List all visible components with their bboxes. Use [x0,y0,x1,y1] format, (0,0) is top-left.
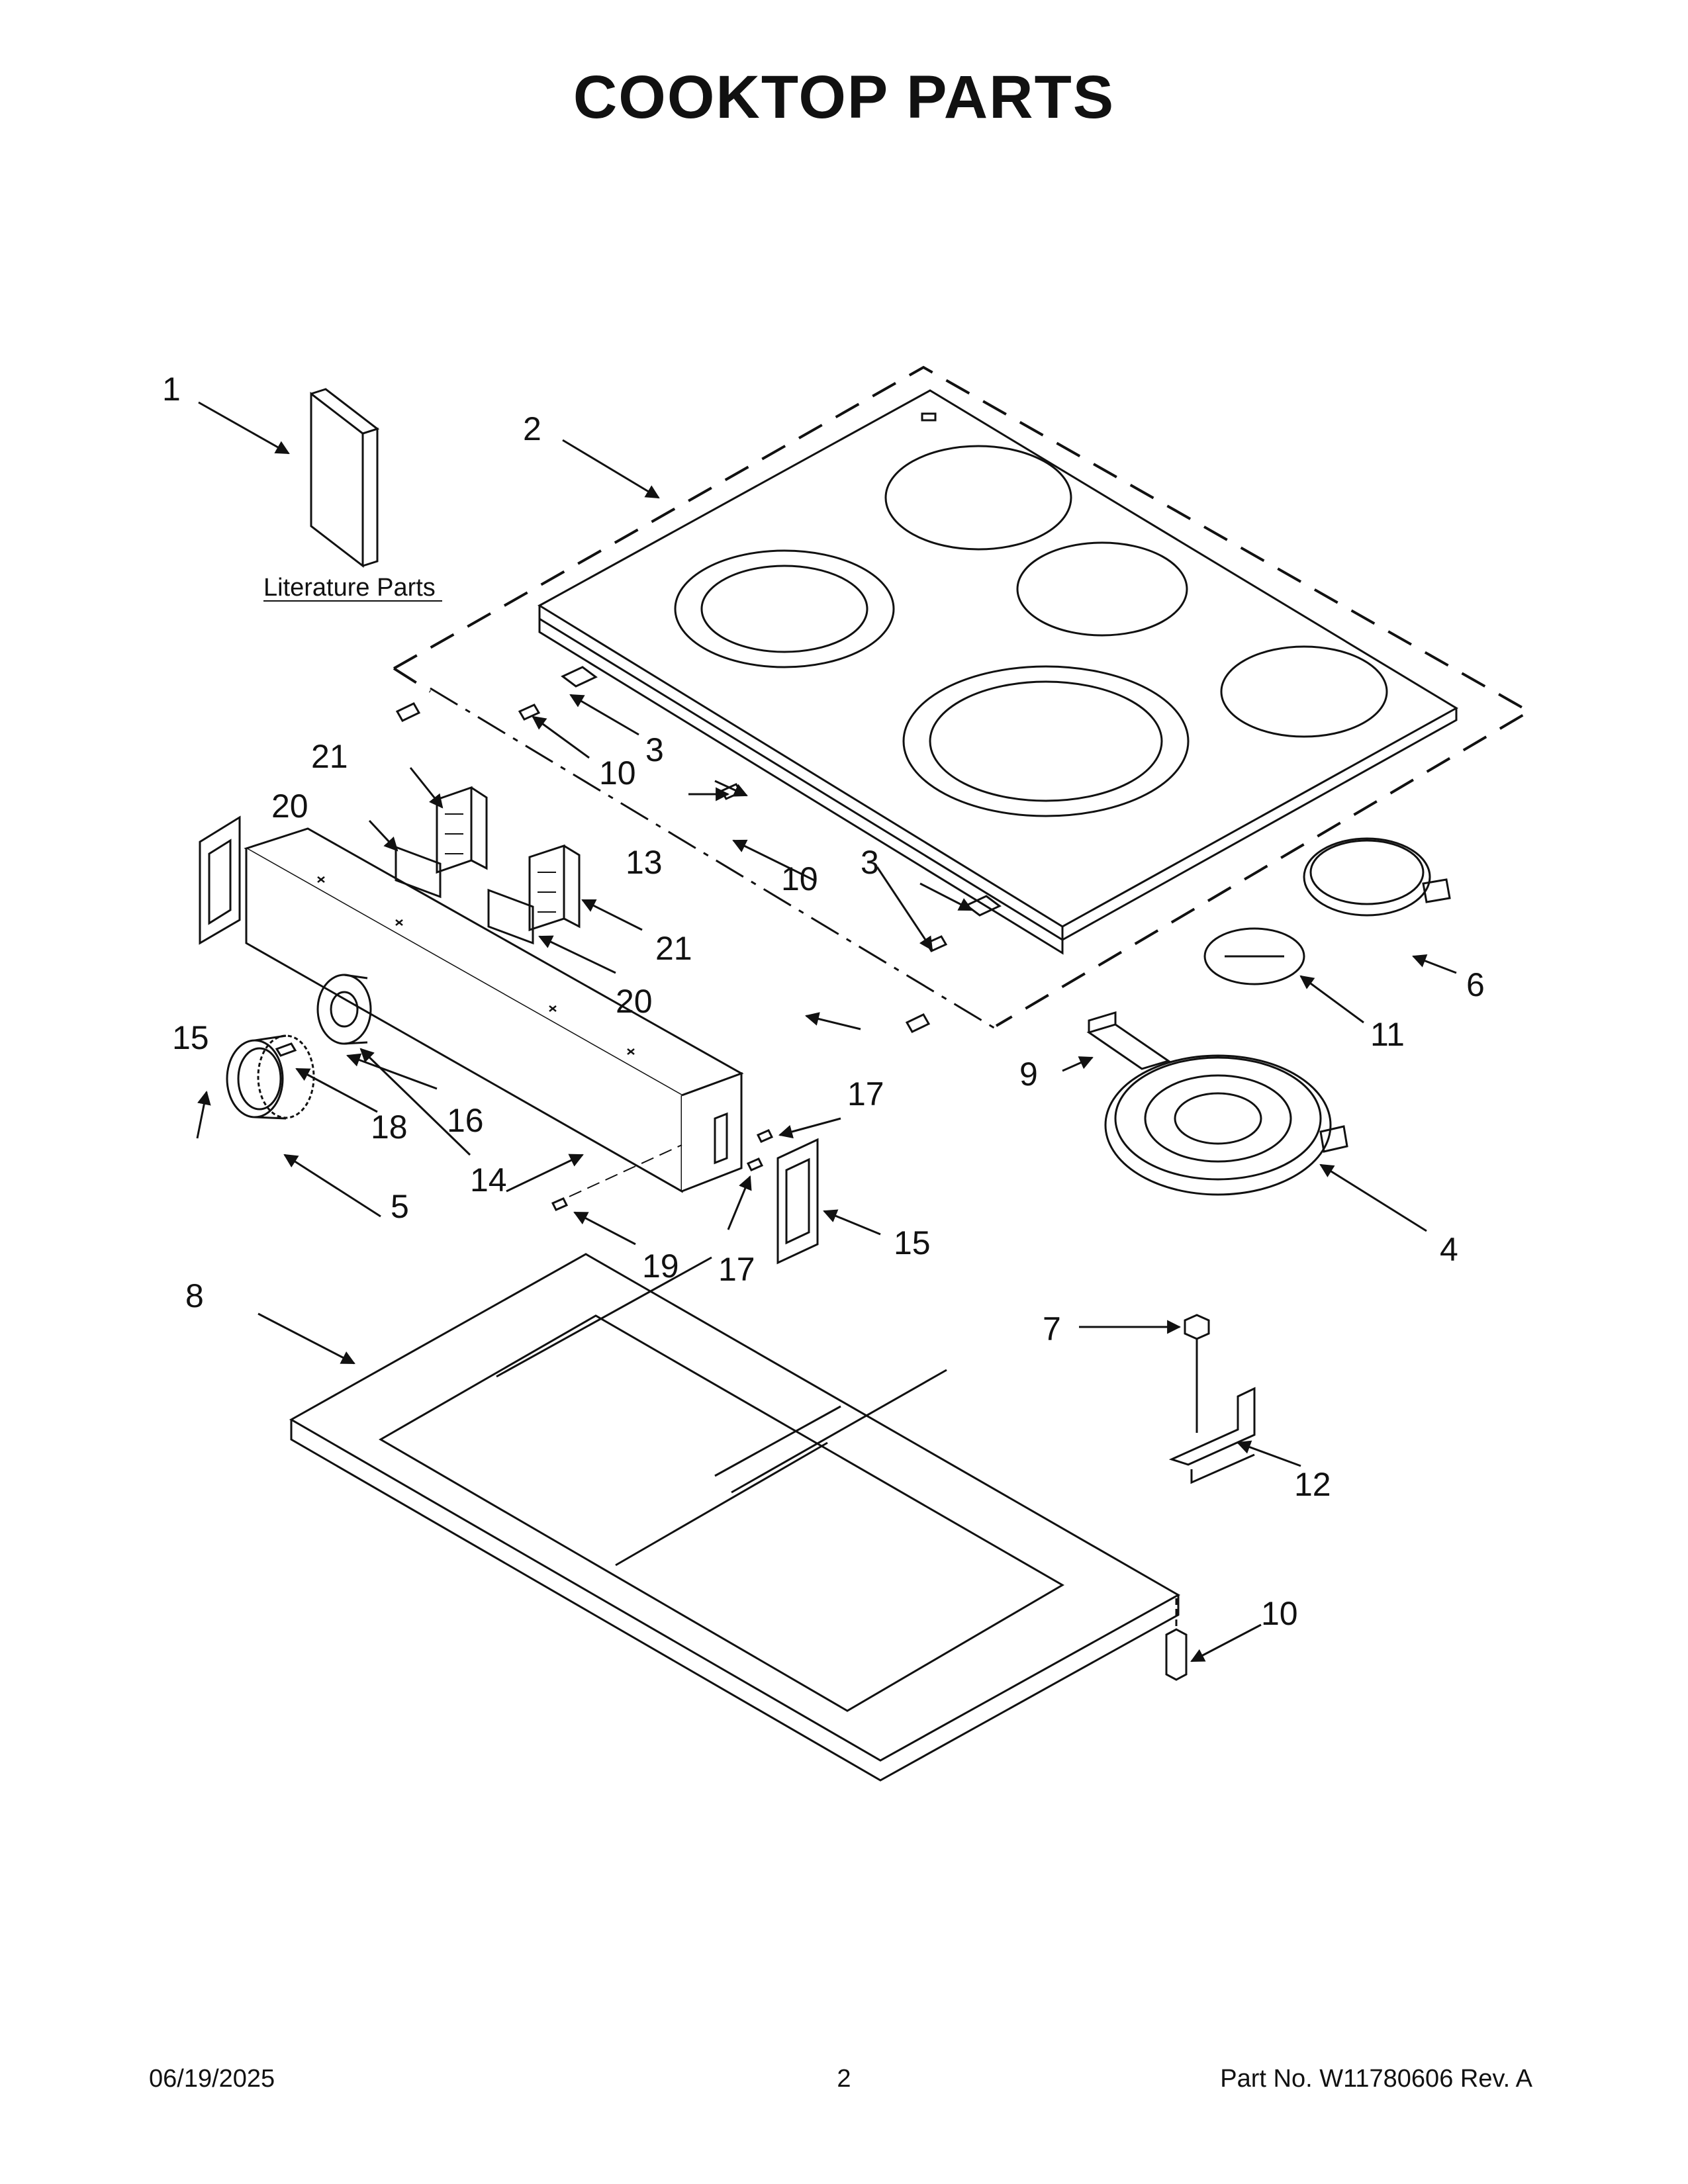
callout-labels: 1 2 3 10 21 20 13 10 3 21 20 6 11 9 15 1… [162,371,1485,1632]
callout-10: 10 [781,860,818,897]
footer-part-number: Part No. W11780606 Rev. A [1220,2065,1532,2093]
spring-clip [275,1042,297,1057]
callout-11: 11 [1370,1016,1405,1053]
screw-bracket [1184,1314,1210,1433]
callout-10: 10 [599,754,636,792]
switch-lower [528,844,581,932]
knob-base [316,974,372,1045]
callout-3: 3 [645,731,664,768]
screw-frame [1165,1598,1188,1681]
switch-upper [436,786,488,874]
callout-20: 20 [616,983,653,1020]
element-large [1104,1054,1348,1196]
callout-19: 19 [642,1248,679,1285]
callout-4: 4 [1440,1231,1458,1268]
callout-5: 5 [391,1188,409,1225]
callout-15: 15 [172,1019,209,1056]
callout-13: 13 [626,844,663,881]
bracket-left [561,666,598,688]
callout-10: 10 [1261,1595,1298,1632]
literature-booklet [263,388,442,602]
leader-lines [196,401,1457,1662]
screw-panel-lower [746,1158,764,1171]
footer-date: 06/19/2025 [149,2065,275,2093]
callout-2: 2 [523,410,541,447]
end-cap-left [199,815,241,945]
mounting-bracket [1168,1387,1256,1484]
bracket-right [964,895,1002,917]
knob [226,1034,315,1120]
callout-17: 17 [718,1251,755,1288]
switch-plate-lower [487,888,534,945]
screw-panel-upper [756,1129,774,1143]
callout-21: 21 [655,930,692,967]
page-title: COOKTOP PARTS [573,64,1115,131]
footer-page-number: 2 [837,2065,851,2093]
callout-21: 21 [311,738,348,775]
callout-12: 12 [1294,1466,1331,1503]
callout-16: 16 [447,1102,484,1139]
end-cap-right [776,1138,819,1265]
callout-20: 20 [271,788,308,825]
element-small [1303,837,1451,917]
sensor-bracket [1086,1011,1171,1070]
callout-17: 17 [847,1075,884,1113]
callout-15: 15 [894,1224,931,1261]
callout-3: 3 [861,844,879,881]
sensor-shield [1203,927,1305,985]
support-frame [289,1253,1181,1782]
callout-8: 8 [185,1277,204,1314]
control-panel [244,827,744,1193]
literature-parts-label: Literature Parts [263,574,436,602]
callout-7: 7 [1043,1310,1061,1347]
switch-plate-upper [395,845,442,899]
callout-6: 6 [1466,966,1485,1003]
callout-14: 14 [470,1161,507,1199]
callout-18: 18 [371,1109,408,1146]
callout-9: 9 [1019,1056,1038,1093]
screw-panel-bottom [551,1197,569,1211]
cooktop-assembly-outline [393,365,1532,1027]
callout-1: 1 [162,371,181,408]
cooktop-glass [538,389,1458,955]
